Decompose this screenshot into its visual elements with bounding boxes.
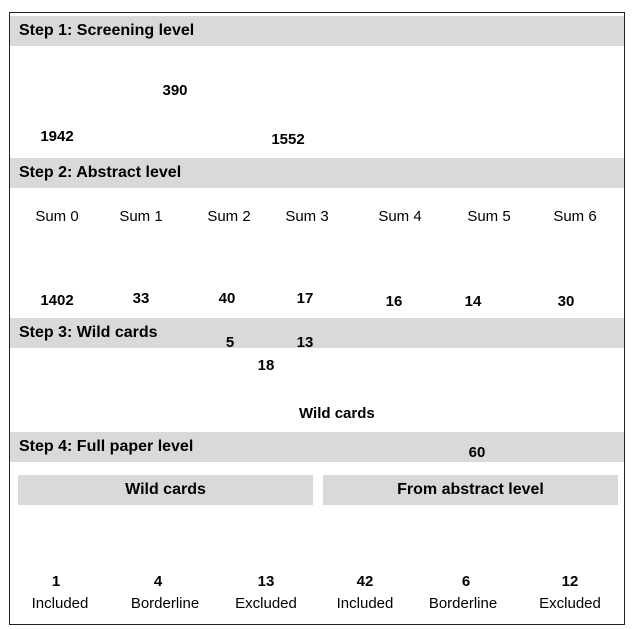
step2-header: Step 2: Abstract level [10, 158, 624, 188]
abstract-borderline-label: Borderline [428, 595, 498, 612]
sum-label: Sum 4 [378, 208, 422, 225]
wild-included-label: Included [31, 595, 89, 612]
sum-label: Sum 2 [207, 208, 251, 225]
sum-count: 17 [296, 290, 314, 307]
sum-count: 30 [557, 293, 575, 310]
wild-excluded-count: 13 [257, 573, 275, 590]
abstract-excluded-label: Excluded [539, 595, 601, 612]
sum-label: Sum 1 [119, 208, 163, 225]
screening-output-count: 1552 [271, 131, 305, 148]
abstract-borderline-count: 6 [461, 573, 471, 590]
step4-header: Step 4: Full paper level [10, 432, 624, 462]
screening-removed-count: 390 [162, 82, 188, 99]
sum-label: Sum 6 [553, 208, 597, 225]
abstract-included-label: Included [336, 595, 394, 612]
sum-count: 33 [132, 290, 150, 307]
wild-cards-count: 18 [257, 357, 275, 374]
abstract-level-subheader: From abstract level [323, 475, 618, 505]
step1-header: Step 1: Screening level [10, 16, 624, 46]
abstract-total-count: 60 [468, 444, 486, 461]
sum-label: Sum 0 [35, 208, 79, 225]
wild-excluded-label: Excluded [235, 595, 297, 612]
sum-count: 14 [464, 293, 482, 310]
sum-count: 1402 [40, 292, 74, 309]
sum-count: 40 [218, 290, 236, 307]
bracket-count-a: 5 [225, 334, 235, 351]
abstract-excluded-count: 12 [561, 573, 579, 590]
wild-cards-subheader: Wild cards [18, 475, 313, 505]
wild-borderline-label: Borderline [130, 595, 200, 612]
sum-count: 16 [385, 293, 403, 310]
wild-cards-label: Wild cards [299, 405, 375, 422]
abstract-included-count: 42 [356, 573, 374, 590]
sum-label: Sum 5 [467, 208, 511, 225]
wild-borderline-count: 4 [153, 573, 163, 590]
step3-header: Step 3: Wild cards [10, 318, 624, 348]
screening-input-count: 1942 [40, 128, 74, 145]
bracket-count-b: 13 [296, 334, 314, 351]
wild-included-count: 1 [51, 573, 61, 590]
sum-label: Sum 3 [285, 208, 329, 225]
